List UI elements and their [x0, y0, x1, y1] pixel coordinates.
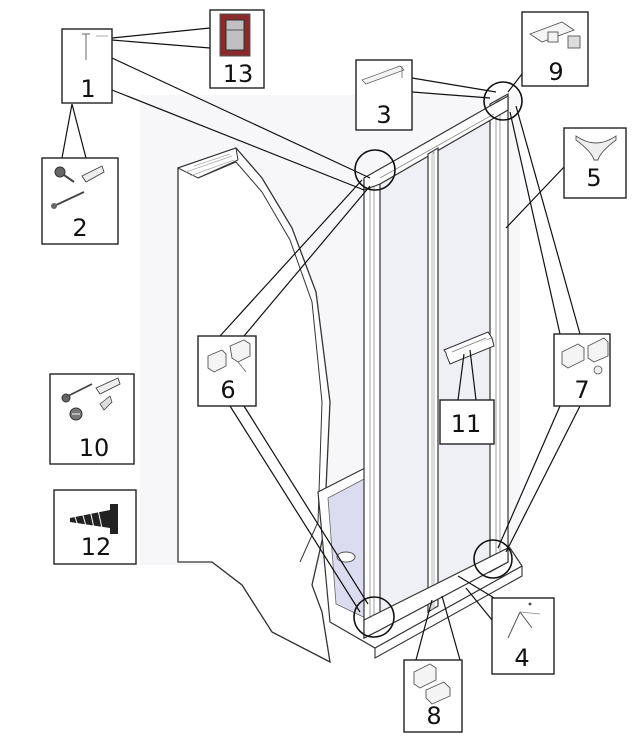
callout-11-label: 11 [451, 410, 482, 438]
hinge-bracket-icon [529, 21, 581, 49]
screw-and-plug-icon [51, 165, 105, 209]
leader-lines [61, 27, 581, 661]
bottom-connector-icon [561, 337, 609, 375]
callout-6-label: 6 [220, 376, 235, 404]
door-frame [363, 92, 509, 639]
threshold-part-icon [507, 602, 541, 639]
callout-4-label: 4 [514, 644, 529, 672]
callout-6: 6 [197, 335, 257, 407]
callout-12-label: 12 [81, 533, 112, 561]
screw-and-wallplug-icon [61, 377, 121, 421]
callout-9: 9 [521, 11, 589, 87]
callout-1: 1 [61, 28, 113, 104]
callout-1-label: 1 [80, 75, 95, 103]
callout-9-label: 9 [548, 58, 563, 86]
callout-12: 12 [53, 489, 137, 565]
seal-part-icon [219, 13, 251, 57]
callout-8-label: 8 [426, 702, 441, 730]
corner-connector-icon [207, 339, 251, 373]
callout-7: 7 [553, 333, 611, 407]
top-rail-part-icon [361, 65, 405, 85]
callout-10-label: 10 [79, 434, 110, 462]
drain-icon [336, 551, 356, 563]
profile-seal-icon [575, 135, 617, 161]
callout-7-label: 7 [574, 376, 589, 404]
callout-3: 3 [355, 59, 413, 131]
guide-block-icon [413, 663, 451, 705]
callout-10: 10 [49, 373, 135, 465]
callout-11: 11 [439, 399, 495, 445]
callout-4: 4 [491, 597, 555, 675]
callout-8: 8 [403, 659, 463, 733]
callout-13-label: 13 [223, 60, 254, 88]
callout-5-label: 5 [586, 164, 601, 192]
callout-2-label: 2 [72, 214, 87, 242]
self-tapping-screw-icon [70, 504, 118, 534]
detail-circles [353, 81, 523, 638]
callout-5: 5 [563, 127, 627, 199]
callout-3-label: 3 [376, 101, 391, 129]
screw-part-icon [82, 33, 108, 60]
callout-13: 13 [209, 9, 265, 89]
callout-2: 2 [41, 157, 119, 245]
